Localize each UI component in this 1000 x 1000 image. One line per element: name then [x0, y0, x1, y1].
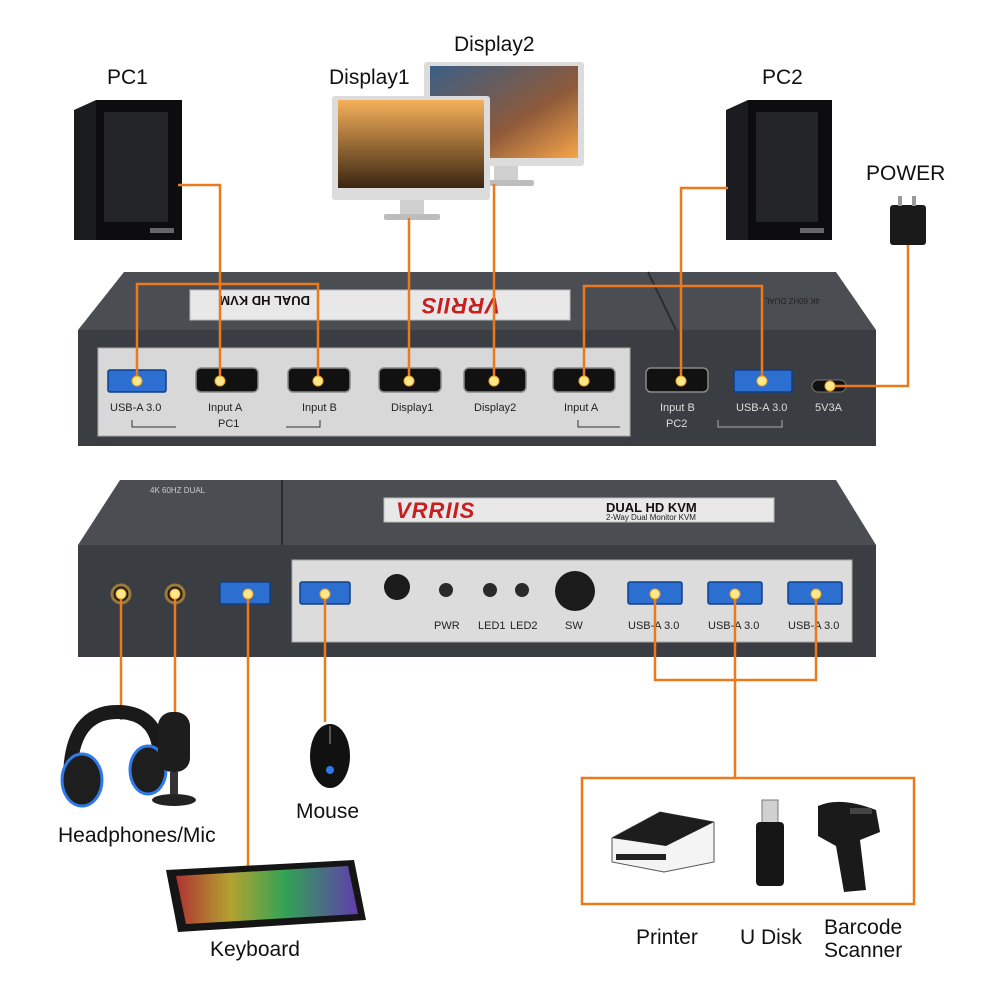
back-product-text: DUAL HD KVM	[219, 293, 310, 308]
barcode-scanner-icon	[818, 801, 880, 892]
led1	[483, 583, 497, 597]
keyboard-icon	[166, 860, 366, 932]
microphone-icon	[152, 712, 196, 806]
kvm-front-view: VRRIIS DUAL HD KVM 2-Way Dual Monitor KV…	[78, 480, 876, 657]
display1-label: Display1	[329, 66, 410, 89]
back-usb-label-2: USB-A 3.0	[736, 402, 787, 414]
power-adapter-icon	[890, 196, 926, 245]
back-display1-label: Display1	[391, 402, 433, 414]
back-input-a-label-2: Input A	[564, 402, 599, 414]
display1-monitor	[332, 96, 490, 220]
u-disk-icon	[756, 799, 784, 886]
back-power-label: 5V3A	[815, 402, 843, 414]
front-side-label: 4K 60HZ DUAL	[150, 486, 206, 495]
barcode-scanner-label: Barcode Scanner	[824, 916, 903, 962]
back-input-b-label-2: Input B	[660, 402, 695, 414]
front-subtitle-text: 2-Way Dual Monitor KVM	[606, 513, 696, 522]
led2	[515, 583, 529, 597]
connection-wires	[119, 183, 916, 906]
front-usb-label-2: USB-A 3.0	[708, 620, 759, 632]
led2-label: LED2	[510, 620, 538, 632]
back-usb-label-1: USB-A 3.0	[110, 402, 161, 414]
back-hdmi-input-a-pc1	[195, 367, 259, 393]
back-brand-text: VRRIIS	[421, 293, 500, 318]
back-group-pc2-label: PC2	[666, 418, 687, 430]
back-display2-label: Display2	[474, 402, 516, 414]
pwr-label: PWR	[434, 620, 460, 632]
port-glow-dots	[115, 375, 836, 600]
printer-icon	[611, 811, 715, 873]
sw-button	[555, 571, 595, 611]
keyboard-label: Keyboard	[210, 938, 300, 961]
headphones-mic-label: Headphones/Mic	[58, 824, 216, 847]
printer-label: Printer	[636, 926, 698, 949]
pwr-led	[439, 583, 453, 597]
power-label: POWER	[866, 162, 946, 185]
pc2-icon	[726, 100, 832, 240]
front-brand-text: VRRIIS	[396, 498, 475, 523]
display2-label: Display2	[454, 33, 535, 56]
u-disk-label: U Disk	[740, 926, 802, 949]
back-side-label: 4K 60HZ DUAL	[764, 296, 820, 305]
back-group-pc1-label: PC1	[218, 418, 239, 430]
sw-label: SW	[565, 620, 583, 632]
led1-label: LED1	[478, 620, 506, 632]
pc1-icon	[74, 100, 182, 240]
pc2-label: PC2	[762, 66, 803, 89]
power-button	[384, 574, 410, 600]
pc1-label: PC1	[107, 66, 148, 89]
front-usb-label-3: USB-A 3.0	[788, 620, 839, 632]
mouse-icon	[310, 724, 350, 788]
front-usb-label-1: USB-A 3.0	[628, 620, 679, 632]
front-product-text: DUAL HD KVM	[606, 500, 697, 515]
back-input-b-label-1: Input B	[302, 402, 337, 414]
back-input-a-label-1: Input A	[208, 402, 243, 414]
headphones-icon	[60, 704, 168, 808]
mouse-label: Mouse	[296, 800, 360, 823]
kvm-back-view: VRRIIS DUAL HD KVM 4K 60HZ DUAL USB-A 3.…	[78, 271, 876, 446]
